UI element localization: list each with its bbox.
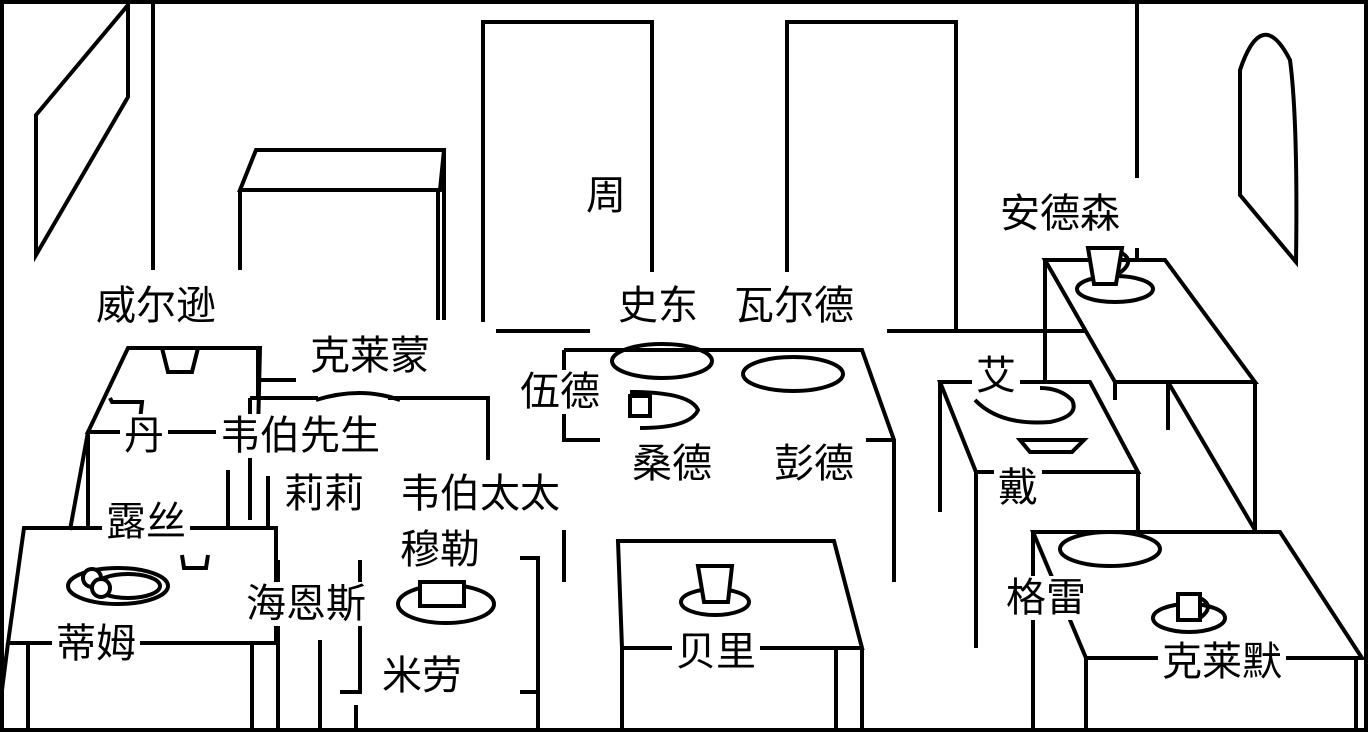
label-walder: 瓦尔德 <box>730 284 858 328</box>
door-right <box>785 20 958 330</box>
cup-icon <box>695 564 735 604</box>
table-miller <box>520 556 540 730</box>
label-mrs-weber: 韦伯太太 <box>396 472 564 516</box>
label-ruth: 露丝 <box>102 500 190 544</box>
label-zhou: 周 <box>582 174 630 218</box>
label-dan: 丹 <box>120 414 168 458</box>
label-sander: 桑德 <box>628 442 716 486</box>
table-anderson <box>1041 258 1259 384</box>
plate <box>1058 530 1162 568</box>
window-left <box>34 0 130 263</box>
window-arched <box>1238 32 1299 268</box>
label-lily: 莉莉 <box>280 472 368 516</box>
label-gray: 格雷 <box>1002 576 1090 620</box>
label-haines: 海恩斯 <box>242 582 370 626</box>
label-klemo: 克莱默 <box>1158 640 1286 684</box>
plate <box>741 355 845 393</box>
cup-icon <box>628 394 652 418</box>
bowl-icon <box>1015 438 1089 454</box>
chair-back <box>160 347 200 374</box>
label-ai: 艾 <box>972 354 1020 398</box>
label-muller: 穆勒 <box>396 528 484 572</box>
label-dai: 戴 <box>994 466 1042 510</box>
label-anderson: 安德森 <box>996 192 1124 236</box>
table-clement <box>388 396 490 460</box>
label-shidong: 史东 <box>614 284 702 328</box>
label-pengde: 彭德 <box>770 442 858 486</box>
table-wilson <box>84 346 263 434</box>
label-mr-weber: 韦伯先生 <box>216 414 384 458</box>
plate <box>629 390 701 430</box>
door-left <box>481 20 654 322</box>
table-dai <box>937 380 1142 474</box>
plate <box>610 342 714 380</box>
label-milao: 米劳 <box>378 654 466 698</box>
plate <box>315 391 401 402</box>
cake-icon <box>418 580 466 608</box>
label-barry: 贝里 <box>672 630 760 674</box>
counter-top <box>237 148 447 192</box>
label-tim: 蒂姆 <box>52 622 140 666</box>
cup-icon <box>1176 592 1202 622</box>
label-wilson: 威尔逊 <box>92 284 220 328</box>
label-wood: 伍德 <box>516 370 604 414</box>
plate <box>973 386 1076 425</box>
label-clement: 克莱蒙 <box>306 334 434 378</box>
cup-icon <box>1085 246 1125 286</box>
